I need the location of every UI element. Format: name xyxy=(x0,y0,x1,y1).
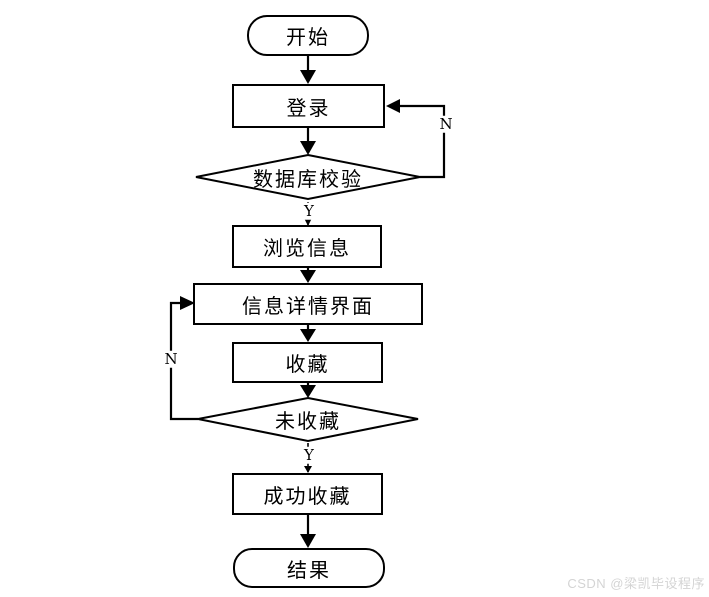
node-favorite: 收藏 xyxy=(232,342,383,383)
node-result-label: 结果 xyxy=(287,557,331,582)
edge-dbcheck-login-loop xyxy=(400,104,446,179)
node-db-check: 数据库校验 xyxy=(196,157,420,198)
arrowhead-start-login xyxy=(300,70,316,84)
node-info-detail: 信息详情界面 xyxy=(193,283,423,325)
node-login-label: 登录 xyxy=(286,95,331,120)
edge-label-notfav-y: Y xyxy=(302,445,316,464)
arrowhead-browse-detail xyxy=(300,270,316,283)
node-favorite-success-label: 成功收藏 xyxy=(263,483,352,508)
node-info-detail-label: 信息详情界面 xyxy=(242,293,374,318)
diamond-db-check xyxy=(195,153,421,201)
node-not-favorited-label: 未收藏 xyxy=(275,408,341,433)
arrowhead-login-dbcheck xyxy=(300,141,316,155)
node-db-check-label: 数据库校验 xyxy=(253,167,363,191)
edge-label-dbcheck-n: N xyxy=(437,114,455,133)
arrowhead-favorite-notfav xyxy=(300,385,316,398)
arrowhead-loop-detail xyxy=(180,296,195,310)
arrowhead-dbcheck-browse xyxy=(304,218,312,226)
node-not-favorited: 未收藏 xyxy=(198,399,418,439)
arrowhead-success-result xyxy=(300,534,316,548)
edge-label-notfav-n: N xyxy=(162,349,180,368)
node-browse-info-label: 浏览信息 xyxy=(263,236,351,260)
node-favorite-success: 成功收藏 xyxy=(232,473,383,515)
node-start-label: 开始 xyxy=(286,25,330,49)
arrowhead-notfav-success xyxy=(304,466,312,473)
node-favorite-label: 收藏 xyxy=(285,352,330,376)
node-start: 开始 xyxy=(247,15,369,56)
diamond-not-favorited xyxy=(197,396,419,443)
watermark-text: CSDN @梁凯毕设程序 xyxy=(567,576,705,591)
arrowhead-detail-favorite xyxy=(300,329,316,342)
node-result: 结果 xyxy=(233,548,385,588)
edge-label-dbcheck-y: Y xyxy=(302,201,316,220)
arrowhead-loop-login xyxy=(386,99,400,113)
node-login: 登录 xyxy=(232,84,385,128)
node-browse-info: 浏览信息 xyxy=(232,225,382,268)
